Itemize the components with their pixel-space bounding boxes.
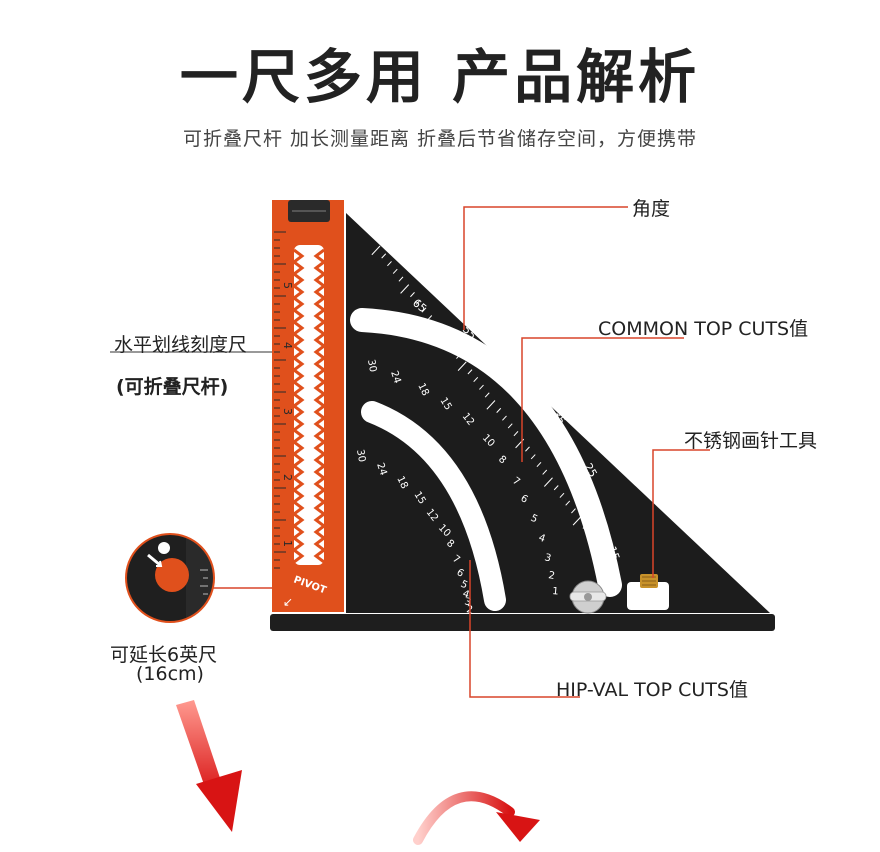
hip-scale-label: 18 [394, 474, 409, 490]
callout-hip-val-top-cuts: HIP-VAL TOP CUTS值 [556, 679, 748, 701]
leader-hip [469, 560, 580, 698]
leader-scriber [652, 449, 710, 578]
red-arrow-down [176, 700, 242, 832]
pivot-arrow: ↙ [283, 595, 293, 609]
common-scale-label: 3 [543, 552, 552, 564]
ruler-number: 3 [281, 408, 294, 415]
common-scale-label: 5 [529, 513, 539, 526]
callout-stainless-scriber: 不锈钢画针工具 [684, 430, 818, 452]
outer-scale-label: 25 [581, 461, 599, 480]
callout-horizontal-ruler: 水平划线刻度尺 [114, 334, 248, 356]
callout-extendable-cm: (16cm) [136, 663, 204, 685]
common-scale-label: 8 [496, 454, 508, 467]
ruler-number: 2 [281, 474, 294, 481]
common-scale-label: 2 [547, 570, 555, 582]
hip-scale-label: 7 [450, 553, 462, 566]
outer-slot [350, 308, 622, 597]
callout-foldable-rod: (可折叠尺杆) [116, 376, 229, 398]
leader-angle [463, 206, 628, 330]
callout-common-top-cuts: COMMON TOP CUTS值 [598, 318, 809, 340]
hip-scale-label: 30 [354, 449, 367, 463]
leader-common [521, 337, 684, 462]
ruler-number: 5 [281, 282, 294, 289]
red-arrow-curve [413, 791, 540, 845]
common-scale-label: 24 [388, 370, 402, 386]
hip-scale-label: 4 [461, 588, 471, 601]
triangle-body [346, 213, 770, 613]
common-scale-label: 30 [365, 359, 378, 373]
common-scale-label: 18 [415, 381, 430, 397]
common-scale-label: 4 [537, 532, 547, 545]
inner-slot [361, 401, 506, 611]
callout-angle: 角度 [632, 198, 671, 220]
page-title: 一尺多用 产品解析 [179, 43, 701, 111]
ruler-number: 4 [281, 342, 294, 349]
hip-scale-label: 3 [463, 596, 472, 608]
hip-scale-label: 6 [455, 567, 466, 580]
scriber-window [627, 582, 669, 610]
common-scale-label: 1 [552, 586, 559, 598]
callout-extendable: 可延长6英尺 [110, 644, 218, 666]
ruler-number: 1 [281, 540, 294, 547]
base-plate [270, 614, 775, 631]
outer-scale-label: 15 [605, 545, 622, 563]
hip-scale-label: 5 [459, 579, 469, 592]
hip-scale-label: 8 [444, 538, 456, 551]
hip-scale-label: 24 [374, 462, 388, 478]
common-scale-label: 7 [510, 475, 522, 488]
common-scale-label: 6 [519, 493, 530, 506]
page-subtitle: 可折叠尺杆 加长测量距离 折叠后节省储存空间，方便携带 [182, 128, 698, 150]
